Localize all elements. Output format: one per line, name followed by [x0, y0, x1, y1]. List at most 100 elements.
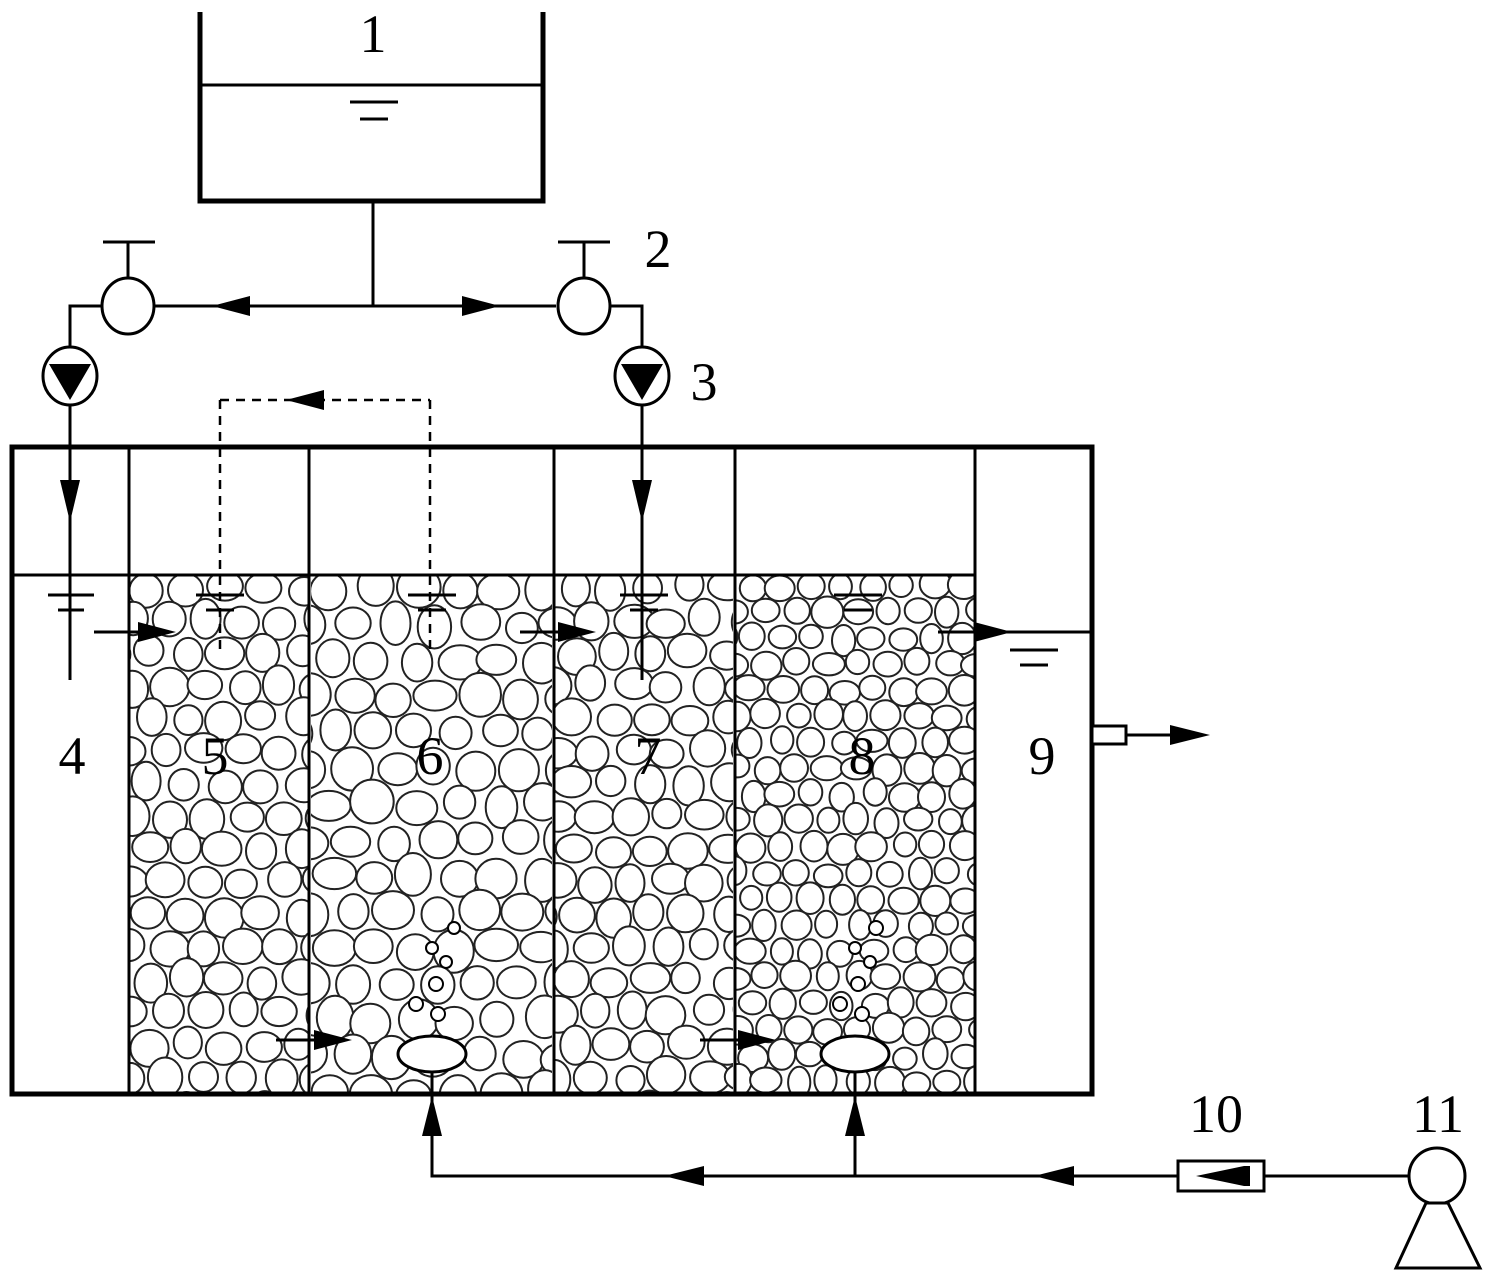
gravel-stone: [652, 926, 685, 967]
water-level-icon: [408, 593, 456, 612]
flow-arrow-icon: [212, 296, 250, 316]
gravel-stone: [574, 664, 607, 702]
gravel-stone: [130, 760, 162, 802]
gravel-stone: [284, 828, 308, 870]
air-supply-line: [422, 1072, 1408, 1186]
gravel-stone: [862, 777, 888, 807]
gravel-stone: [921, 726, 950, 759]
blower-icon[interactable]: [1393, 1146, 1483, 1270]
label-chamber-4: 4: [59, 726, 86, 786]
gravel-stone: [181, 1091, 192, 1092]
gravel-stone: [412, 679, 458, 712]
gravel-stone: [666, 632, 708, 669]
gravel-stone: [871, 753, 903, 787]
flow-arrow-icon: [558, 622, 596, 642]
gravel-stone: [130, 928, 146, 963]
gravel-stone: [813, 698, 845, 731]
gravel-stone: [809, 755, 844, 782]
gravel-stone: [573, 800, 616, 835]
gravel-stone: [595, 764, 627, 798]
gravel-stone: [765, 881, 793, 913]
gravel-stone: [229, 670, 262, 706]
flowmeter-icon[interactable]: [1176, 1159, 1266, 1193]
gravel-stone: [173, 636, 204, 672]
gravel-stone: [961, 913, 974, 939]
valve-icon[interactable]: [556, 240, 612, 336]
gravel-stone: [502, 678, 539, 721]
gravel-stone: [950, 1043, 974, 1070]
gravel-stone: [755, 1014, 783, 1044]
gravel-stone: [786, 702, 812, 729]
gravel-stone: [736, 832, 767, 864]
gravel-stone: [799, 829, 829, 863]
flow-arrow-icon: [632, 480, 652, 522]
gravel-stone: [589, 967, 629, 999]
gravel-stone: [831, 624, 857, 658]
gravel-stone: [311, 672, 332, 717]
gravel-stone: [737, 621, 766, 651]
gravel-stone: [130, 795, 151, 837]
gravel-stone: [950, 991, 974, 1022]
gravel-stone: [669, 1096, 701, 1126]
gravel-stone: [455, 750, 497, 792]
gravel-stone: [356, 576, 395, 607]
gravel-stone: [91, 765, 128, 801]
gravel-stone: [574, 735, 610, 772]
gravel-stone: [349, 1002, 392, 1045]
recirculation-line: [218, 390, 432, 650]
pump-icon[interactable]: [613, 345, 671, 407]
gravel-stone: [555, 765, 593, 799]
gravel-stone: [189, 597, 222, 640]
gravel-stone: [780, 909, 813, 941]
gravel-stone: [555, 666, 573, 706]
gravel-stone: [961, 804, 974, 837]
gravel-stone: [726, 867, 733, 894]
gravel-stone: [349, 778, 395, 825]
gravel-stone: [558, 896, 596, 934]
gravel-stone: [965, 597, 974, 623]
gravel-stone: [917, 829, 946, 859]
gravel-stone: [872, 650, 903, 678]
gravel-stone: [892, 936, 920, 964]
gravel-stone: [736, 937, 767, 965]
gravel-stone: [130, 736, 147, 767]
flow-arrow-icon: [738, 1030, 776, 1050]
gravel-stone: [736, 913, 752, 938]
gravel-stone: [963, 1065, 974, 1092]
gravel-stone: [763, 576, 796, 603]
gravel-stone: [393, 852, 432, 897]
flow-arrow-icon: [60, 480, 80, 522]
gravel-stone: [244, 700, 277, 731]
gravel-stone: [938, 808, 963, 836]
gravel-stone: [311, 604, 327, 645]
gravel-stone: [311, 962, 331, 1005]
gravel-stone: [229, 801, 265, 833]
valve-icon[interactable]: [100, 240, 156, 336]
gravel-stone: [749, 697, 781, 730]
gravel-stone: [458, 671, 503, 718]
gravel-stone: [781, 859, 810, 887]
gravel-stone: [922, 1037, 949, 1071]
gravel-stone: [352, 641, 389, 681]
gravel-stone: [769, 937, 794, 966]
gravel-stone: [813, 1064, 838, 1092]
gravel-stone: [869, 963, 902, 990]
gravel-stone: [95, 699, 128, 737]
gravel-stone: [854, 831, 888, 863]
gravel-stone: [315, 638, 351, 679]
gravel-stone: [794, 1040, 825, 1068]
gravel-stone: [869, 699, 902, 732]
gravel-stone: [736, 806, 751, 832]
gravel-stone: [949, 887, 974, 915]
gravel-stone: [184, 732, 224, 764]
gravel-stone: [751, 908, 777, 943]
pump-icon[interactable]: [41, 345, 99, 407]
gravel-stone: [763, 780, 796, 808]
gravel-stone: [298, 1063, 308, 1092]
gravel-stone: [260, 995, 298, 1028]
gravel-stone: [131, 831, 170, 863]
gravel-stone: [915, 988, 948, 1018]
gravel-stone: [311, 789, 352, 822]
gravel-stone: [725, 801, 733, 832]
gravel-stone: [739, 884, 764, 911]
